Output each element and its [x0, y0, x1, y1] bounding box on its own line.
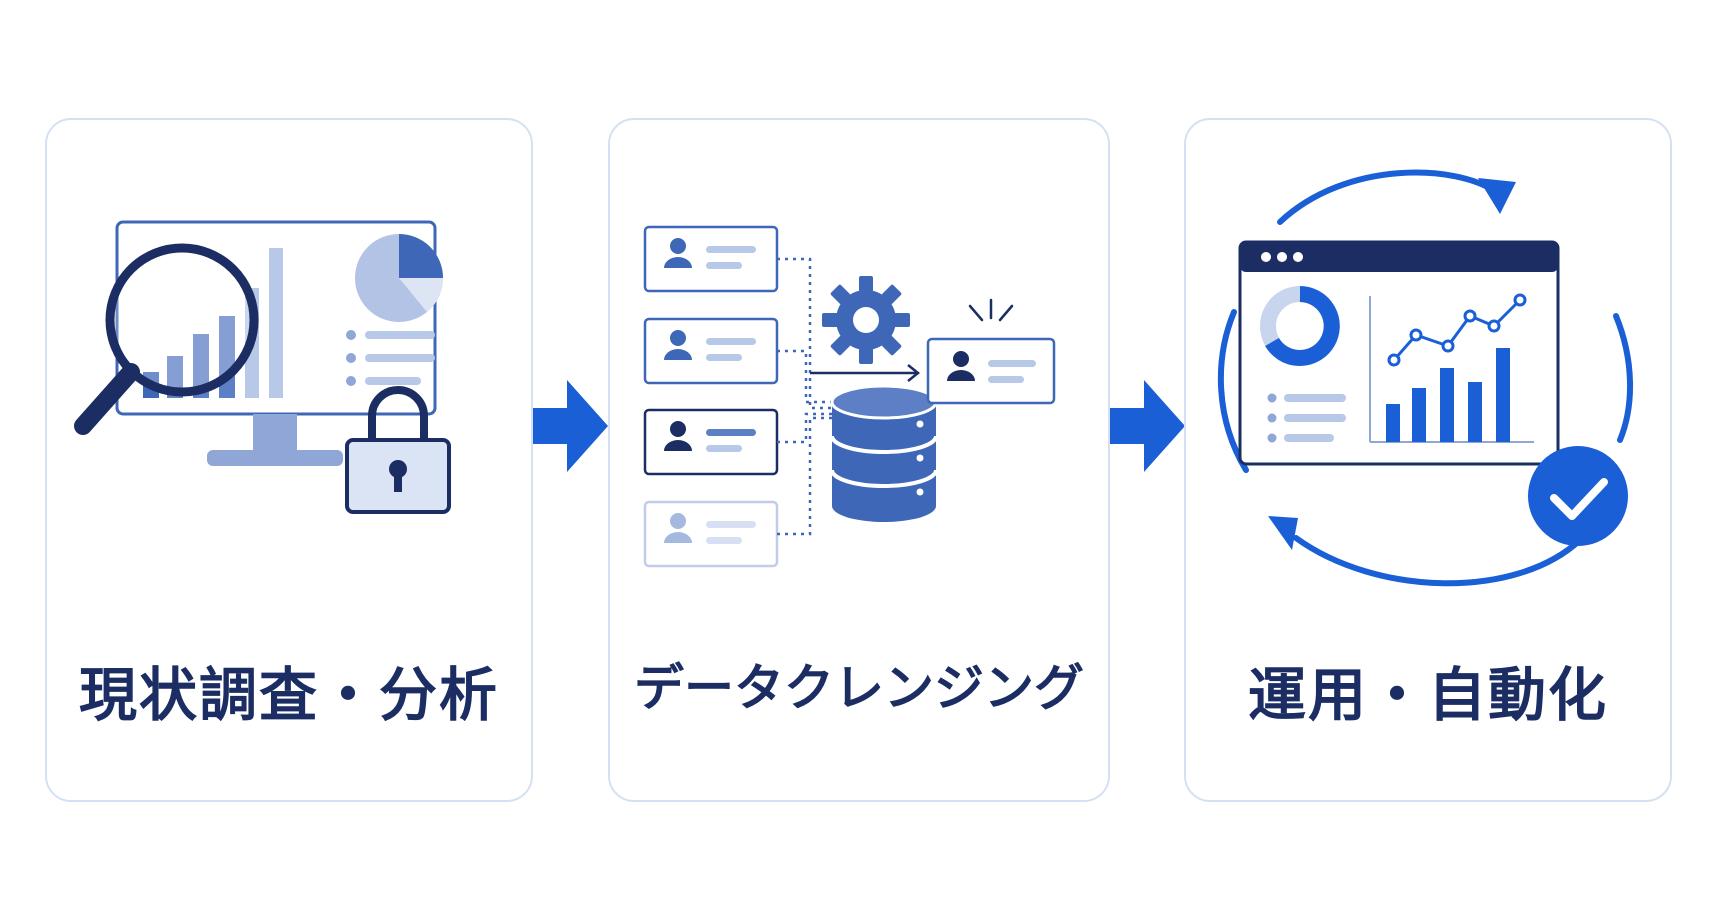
step-card-cleansing: データクレンジング	[608, 118, 1110, 802]
step-title: 運用・自動化	[1247, 661, 1608, 729]
step-card-automation: 運用・自動化	[1184, 118, 1672, 802]
right-arrow-icon	[533, 380, 608, 472]
step-title: 現状調査・分析	[78, 661, 499, 729]
record-card-icon	[643, 225, 779, 293]
clean-record-icon	[926, 298, 1056, 405]
record-card-icon	[643, 408, 779, 476]
step-card-analysis: 現状調査・分析	[45, 118, 533, 802]
record-card-icon	[643, 317, 779, 385]
right-arrow-icon	[1110, 380, 1185, 472]
check-circle-icon	[1528, 446, 1628, 546]
database-icon	[830, 384, 938, 522]
pie-chart-icon	[355, 234, 444, 322]
data-cleansing-database-icon	[643, 225, 1056, 568]
gear-icon	[822, 276, 910, 364]
lock-icon	[345, 386, 451, 514]
automation-dashboard-cycle-icon	[1217, 169, 1633, 587]
record-card-icon	[643, 500, 779, 568]
dashboard-window-icon	[1238, 240, 1560, 466]
magnifier-monitor-lock-icon	[74, 220, 451, 514]
magnifier-icon	[74, 243, 259, 435]
step-title: データクレンジング	[634, 659, 1084, 717]
cycle-arrows-icon	[1217, 169, 1633, 587]
